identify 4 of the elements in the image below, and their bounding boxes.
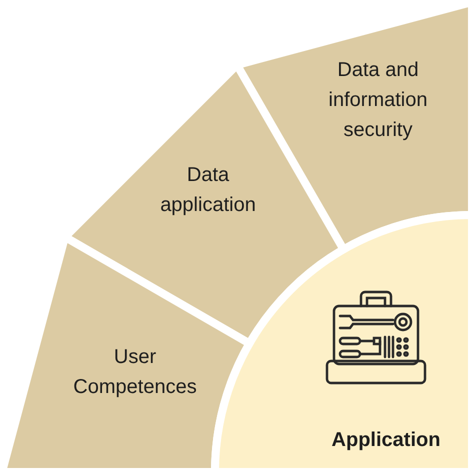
center-label: Application (330, 428, 442, 453)
segment-label: Data and information security (328, 58, 428, 143)
segment-label: User Competences (72, 345, 198, 400)
segment-label: Data application (159, 163, 257, 218)
